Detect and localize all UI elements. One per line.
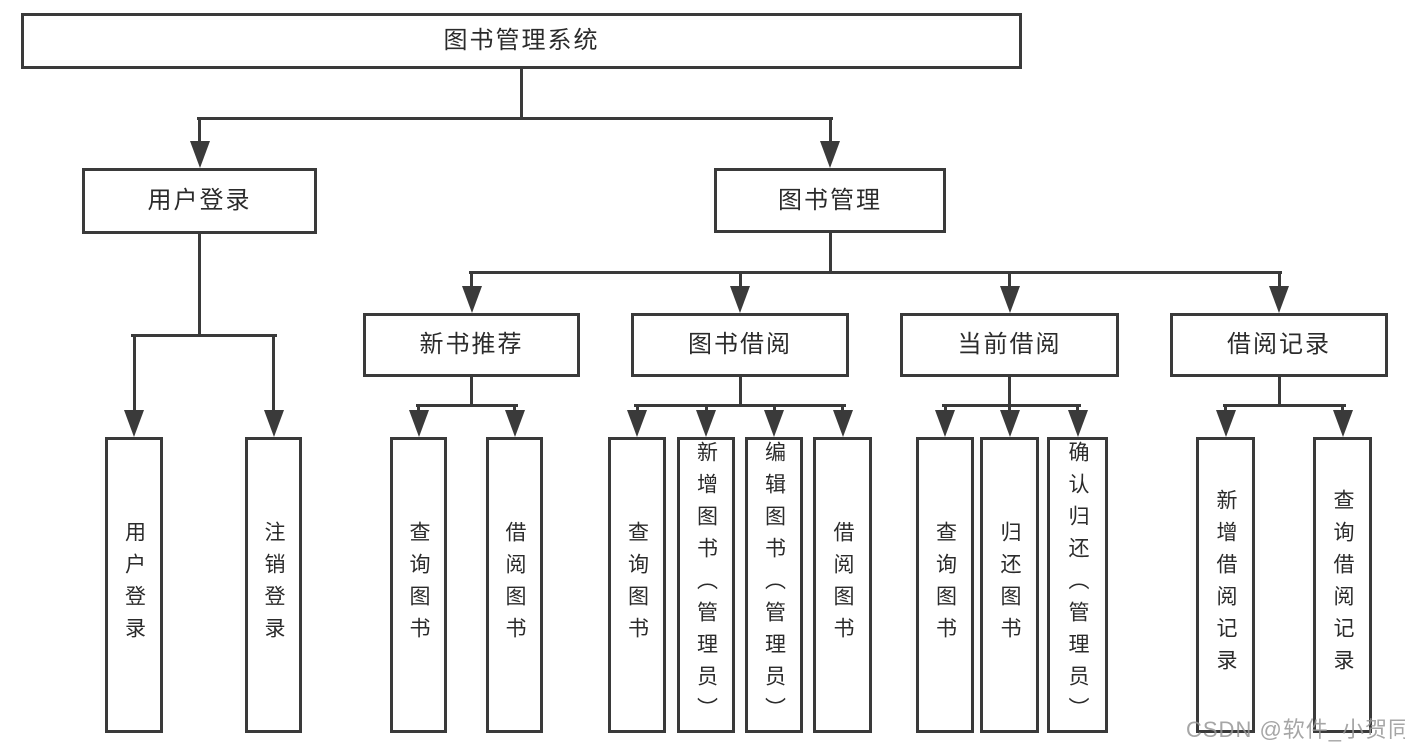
- node-n3: 查询图书: [390, 437, 447, 733]
- node-label-n12: 新增借阅记录: [1214, 489, 1237, 681]
- arrowhead-n11: [1067, 410, 1088, 437]
- node-label-root: 图书管理系统: [443, 27, 600, 54]
- branch-drop-records: [1277, 377, 1281, 407]
- arrowhead-newbook: [461, 286, 482, 313]
- branch-drop-bookmgmt: [828, 233, 832, 274]
- node-label-n5: 查询图书: [625, 521, 649, 649]
- node-borrow: 图书借阅: [631, 313, 849, 377]
- arrow-stem-n3: [417, 404, 420, 412]
- arrowhead-n5: [627, 410, 647, 437]
- arrowhead-n13: [1332, 410, 1353, 437]
- branch-line-bookmgmt: [468, 271, 1282, 274]
- arrowhead-n7: [764, 410, 784, 437]
- arrowhead-n1: [124, 410, 144, 437]
- node-label-n3: 查询图书: [407, 521, 430, 649]
- arrowhead-n3: [408, 410, 429, 437]
- node-n10: 归还图书: [980, 437, 1039, 733]
- node-label-n8: 借阅图书: [831, 521, 854, 649]
- branch-drop-root: [520, 69, 523, 120]
- arrow-stem-bookmgmt: [828, 117, 832, 143]
- node-n6: 新增图书（管理员）: [677, 437, 735, 733]
- arrow-stem-n2: [272, 334, 275, 412]
- arrow-stem-borrow: [738, 271, 742, 288]
- arrowhead-n9: [935, 410, 955, 437]
- arrowhead-n2: [263, 410, 284, 437]
- arrow-stem-newbook: [470, 271, 473, 288]
- branch-line-login: [131, 334, 277, 337]
- node-n1: 用户登录: [105, 437, 163, 733]
- branch-line-newbook: [415, 404, 518, 407]
- node-label-bookmgmt: 图书管理: [778, 186, 882, 214]
- node-label-records: 借阅记录: [1227, 331, 1331, 358]
- node-label-newbook: 新书推荐: [419, 331, 524, 358]
- node-label-n7: 编辑图书（管理员）: [762, 441, 786, 729]
- branch-drop-login: [198, 234, 201, 337]
- node-newbook: 新书推荐: [363, 313, 580, 377]
- branch-drop-newbook: [470, 377, 473, 407]
- branch-drop-borrow: [738, 377, 742, 407]
- branch-line-current: [942, 404, 1081, 407]
- node-label-n6: 新增图书（管理员）: [694, 441, 718, 729]
- arrowhead-n6: [696, 410, 716, 437]
- arrow-stem-current: [1008, 271, 1011, 288]
- arrowhead-n4: [504, 410, 525, 437]
- node-n2: 注销登录: [245, 437, 302, 733]
- node-label-n1: 用户登录: [122, 521, 146, 649]
- node-label-n2: 注销登录: [262, 521, 285, 649]
- arrow-stem-n7: [772, 404, 776, 412]
- arrowhead-bookmgmt: [820, 141, 840, 168]
- arrowhead-login: [189, 141, 210, 168]
- node-label-n4: 借阅图书: [503, 521, 526, 649]
- arrowhead-n10: [999, 410, 1020, 437]
- arrow-stem-n11: [1076, 404, 1079, 412]
- node-n7: 编辑图书（管理员）: [745, 437, 803, 733]
- node-n11: 确认归还（管理员）: [1047, 437, 1108, 733]
- node-label-login: 用户登录: [147, 187, 252, 214]
- arrow-stem-n1: [132, 334, 136, 412]
- arrow-stem-n13: [1341, 404, 1344, 412]
- node-login: 用户登录: [82, 168, 317, 234]
- node-current: 当前借阅: [900, 313, 1119, 377]
- node-n4: 借阅图书: [486, 437, 543, 733]
- branch-drop-current: [1008, 377, 1011, 407]
- arrowhead-current: [999, 286, 1020, 313]
- node-label-current: 当前借阅: [957, 331, 1062, 358]
- node-n9: 查询图书: [916, 437, 974, 733]
- node-label-n13: 查询借阅记录: [1331, 489, 1354, 681]
- arrow-stem-n8: [841, 404, 844, 412]
- arrow-stem-login: [198, 117, 201, 143]
- arrow-stem-n12: [1224, 404, 1227, 412]
- node-label-n10: 归还图书: [998, 521, 1021, 649]
- node-label-n11: 确认归还（管理员）: [1066, 441, 1089, 729]
- arrow-stem-n6: [704, 404, 708, 412]
- branch-line-borrow: [634, 404, 846, 407]
- arrowhead-records: [1269, 286, 1289, 313]
- arrow-stem-n4: [513, 404, 516, 412]
- arrow-stem-n9: [943, 404, 947, 412]
- node-label-n9: 查询图书: [933, 521, 957, 649]
- node-root: 图书管理系统: [21, 13, 1022, 69]
- node-label-borrow: 图书借阅: [688, 331, 792, 358]
- arrow-stem-n5: [635, 404, 639, 412]
- csdn-watermark: CSDN @软件_小贺同学: [1186, 717, 1405, 742]
- node-n13: 查询借阅记录: [1313, 437, 1372, 733]
- arrow-stem-n10: [1008, 404, 1011, 412]
- node-records: 借阅记录: [1170, 313, 1388, 377]
- arrowhead-borrow: [730, 286, 750, 313]
- node-n5: 查询图书: [608, 437, 666, 733]
- branch-line-root: [196, 117, 833, 120]
- arrow-stem-records: [1277, 271, 1281, 288]
- node-n12: 新增借阅记录: [1196, 437, 1255, 733]
- arrowhead-n8: [832, 410, 853, 437]
- node-bookmgmt: 图书管理: [714, 168, 946, 233]
- branch-line-records: [1222, 404, 1346, 407]
- node-n8: 借阅图书: [813, 437, 872, 733]
- arrowhead-n12: [1215, 410, 1236, 437]
